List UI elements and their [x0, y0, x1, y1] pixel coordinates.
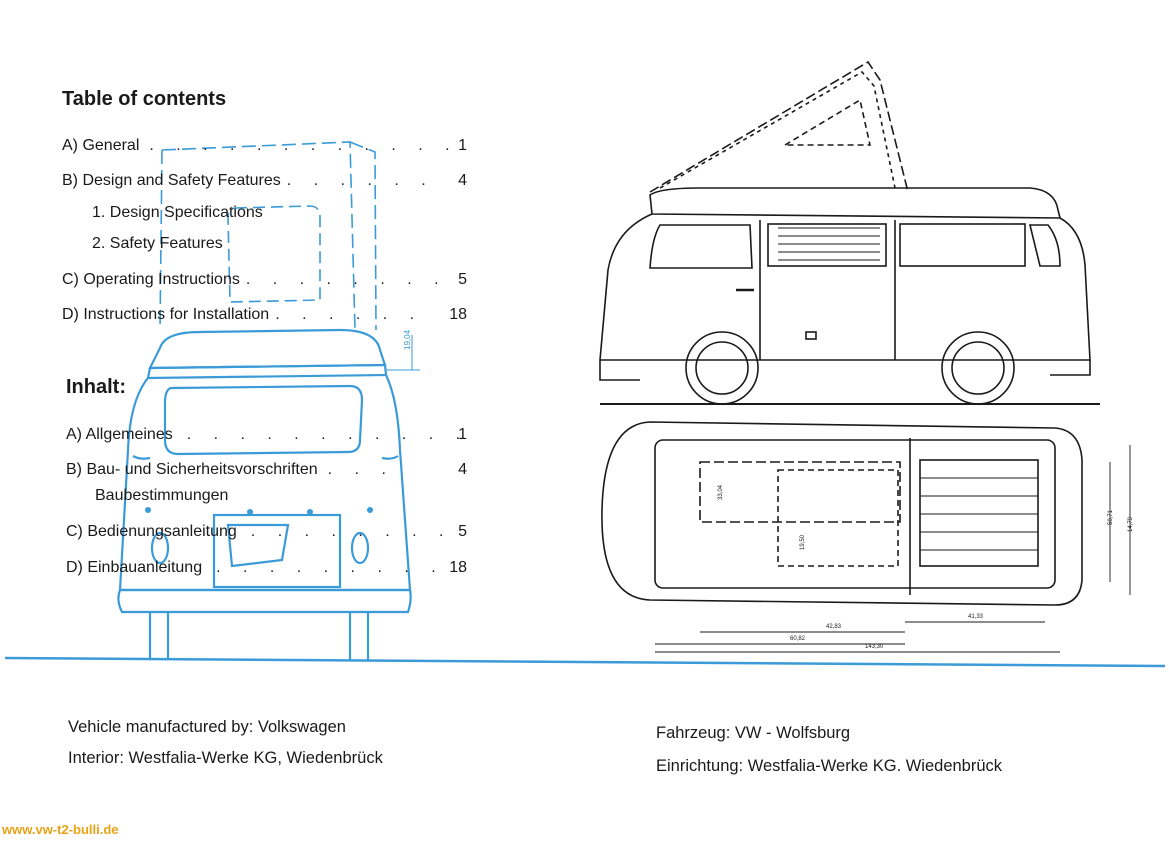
footer-de-line1: Fahrzeug: VW - Wolfsburg: [656, 724, 851, 742]
dim-top-left: 33,04: [718, 484, 724, 500]
inhalt-item-b-sub: Baubestimmungen: [95, 487, 229, 504]
ground-line: [4, 656, 1166, 668]
roof-height-label: 19,04: [403, 329, 412, 350]
toc-item-b: B) Design and Safety Features . . . . . …: [62, 172, 467, 189]
toc-item-a: A) General . . . . . . . . . . . . . . .…: [62, 137, 467, 154]
dim-len-a: 42,83: [826, 624, 842, 630]
inhalt-item-a: A) Allgemeines . . . . . . . . . . . . .…: [66, 426, 467, 443]
dim-len-b: 41,33: [968, 614, 984, 620]
toc-item-b1: 1. Design Specifications: [92, 204, 263, 221]
inhalt-item-d: D) Einbauanleitung . . . . . . . . . . .…: [66, 559, 467, 576]
footer-de-line2: Einrichtung: Westfalia-Werke KG. Wiedenb…: [656, 757, 1003, 775]
dim-width-b: 14,79: [1128, 516, 1134, 532]
toc-item-d: D) Instructions for Installation . . . .…: [62, 306, 467, 323]
watermark-link[interactable]: www.vw-t2-bulli.de: [2, 822, 119, 837]
inhalt-item-b: B) Bau- und Sicherheitsvorschriften . . …: [66, 461, 467, 478]
inhalt-item-c: C) Bedienungsanleitung . . . . . . . . 5: [66, 523, 467, 540]
inhalt-heading: Inhalt:: [66, 376, 126, 398]
footer-en-line1: Vehicle manufactured by: Volkswagen: [68, 718, 346, 736]
toc-item-b2: 2. Safety Features: [92, 235, 223, 252]
dim-width-a: 50,71: [1108, 509, 1114, 525]
toc-item-c: C) Operating Instructions . . . . . . . …: [62, 271, 467, 288]
contents-heading: Table of contents: [62, 88, 227, 110]
dim-len-total: 143,30: [865, 644, 884, 650]
footer-en-line2: Interior: Westfalia-Werke KG, Wiedenbrüc…: [68, 749, 383, 767]
dim-mid: 19,50: [800, 534, 806, 550]
dim-len-c: 60,82: [790, 636, 806, 642]
